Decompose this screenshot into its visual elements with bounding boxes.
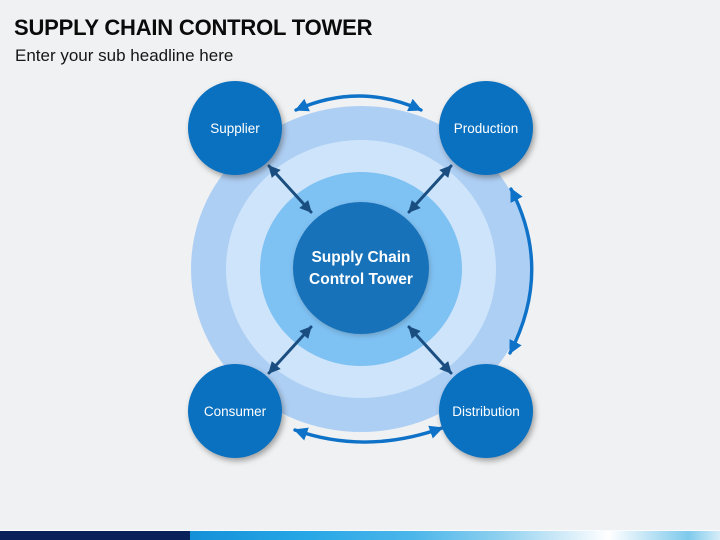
arrow-distribution-center-icon bbox=[407, 325, 453, 375]
node-production: Production bbox=[439, 81, 533, 175]
arrow-supplier-center-icon bbox=[267, 164, 313, 214]
arc-arrow-production-distribution-icon bbox=[508, 187, 534, 355]
footer-accent-bar bbox=[0, 530, 720, 540]
center-node-label-line1: Supply Chain bbox=[311, 249, 410, 266]
arrow-consumer-center-icon bbox=[267, 325, 313, 375]
outer-arc-arrows bbox=[293, 94, 534, 444]
node-supplier-label: Supplier bbox=[210, 121, 260, 136]
arc-arrow-supplier-production-icon bbox=[294, 94, 423, 112]
node-production-label: Production bbox=[454, 121, 519, 136]
node-distribution-label: Distribution bbox=[452, 404, 520, 419]
slide-header: SUPPLY CHAIN CONTROL TOWER Enter your su… bbox=[14, 14, 372, 66]
node-distribution: Distribution bbox=[439, 364, 533, 458]
node-consumer: Consumer bbox=[188, 364, 282, 458]
center-node-label-line2: Control Tower bbox=[309, 271, 413, 288]
node-consumer-label: Consumer bbox=[204, 404, 267, 419]
footer-bar-navy-segment bbox=[0, 531, 190, 540]
center-node-circle bbox=[293, 202, 429, 334]
slide-title: SUPPLY CHAIN CONTROL TOWER bbox=[14, 15, 373, 40]
node-consumer-circle bbox=[188, 364, 282, 458]
center-node: Supply Chain Control Tower bbox=[293, 202, 429, 334]
node-supplier-circle bbox=[188, 81, 282, 175]
node-distribution-circle bbox=[439, 364, 533, 458]
node-supplier: Supplier bbox=[188, 81, 282, 175]
slide-subtitle: Enter your sub headline here bbox=[15, 46, 234, 65]
footer-bar-gradient-segment bbox=[190, 531, 720, 540]
arrow-production-center-icon bbox=[407, 164, 453, 214]
node-production-circle bbox=[439, 81, 533, 175]
arc-arrow-consumer-distribution-icon bbox=[293, 425, 444, 444]
center-link-arrows bbox=[267, 164, 453, 375]
